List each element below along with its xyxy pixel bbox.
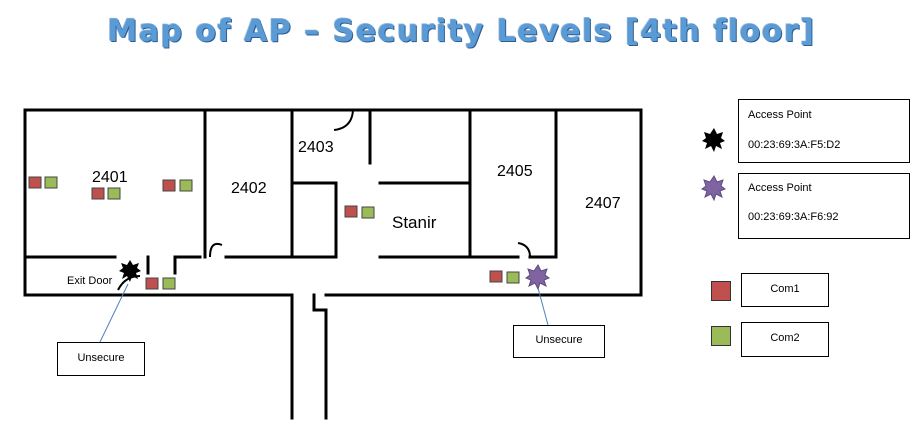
door-2402: [209, 242, 223, 258]
door-exit: [117, 275, 141, 291]
door-2405: [517, 242, 531, 258]
outer-wall-right: [23, 108, 643, 297]
legend-com1-label: Com1: [770, 283, 800, 295]
legend-ap2-label: Access Point: [748, 182, 812, 194]
com2-marker: [44, 176, 58, 189]
unsecure-label: Unsecure: [77, 352, 125, 364]
door-2403: [333, 109, 354, 131]
com2-marker: [107, 187, 121, 200]
com1-marker: [145, 277, 159, 290]
com1-marker: [28, 176, 42, 189]
com1-marker: [91, 187, 105, 200]
unsecure-callout-right: Unsecure: [513, 325, 605, 358]
com1-marker: [162, 179, 176, 192]
legend-ap1-box: Access Point 00:23:69:3A:F5:D2: [738, 99, 910, 163]
com2-marker: [506, 271, 520, 284]
com2-marker: [179, 179, 193, 192]
com1-marker: [344, 205, 358, 218]
black-star-icon: [702, 128, 725, 152]
map-title: Map of AP – Security Levels [4th floor]: [107, 14, 816, 49]
room-2407-label: 2407: [585, 195, 621, 212]
purple-star-icon: [700, 175, 727, 202]
unsecure-callout-left: Unsecure: [57, 342, 145, 376]
legend-com2-box: Com2: [741, 322, 829, 357]
legend-com1-swatch: [711, 281, 731, 301]
room-2405-label: 2405: [497, 163, 533, 180]
callout-line-left: [99, 283, 129, 343]
exit-door-label: Exit Door: [67, 275, 113, 287]
shaft-right-wall: [312, 293, 328, 420]
com1-marker: [489, 270, 503, 283]
legend-ap2-box: Access Point 00:23:69:3A:F6:92: [738, 173, 910, 239]
legend-com2-label: Com2: [770, 332, 800, 344]
black-star-icon: [119, 260, 141, 282]
legend-ap1-mac: 00:23:69:3A:F5:D2: [748, 139, 841, 151]
com2-marker: [361, 206, 375, 219]
purple-star-icon: [524, 264, 551, 291]
room-2401-label: 2401: [92, 169, 128, 186]
room-2403-label: 2403: [298, 139, 334, 156]
legend-com1-box: Com1: [741, 273, 829, 307]
legend-com2-swatch: [711, 326, 731, 346]
legend-ap1-label: Access Point: [748, 109, 812, 121]
legend-ap2-mac: 00:23:69:3A:F6:92: [748, 211, 839, 223]
outer-wall-left: [23, 108, 294, 297]
unsecure-label: Unsecure: [535, 334, 583, 346]
callout-line-right: [537, 287, 549, 326]
room-2402-label: 2402: [231, 180, 267, 197]
com2-marker: [162, 277, 176, 290]
room-stanir-label: Stanir: [392, 213, 437, 232]
